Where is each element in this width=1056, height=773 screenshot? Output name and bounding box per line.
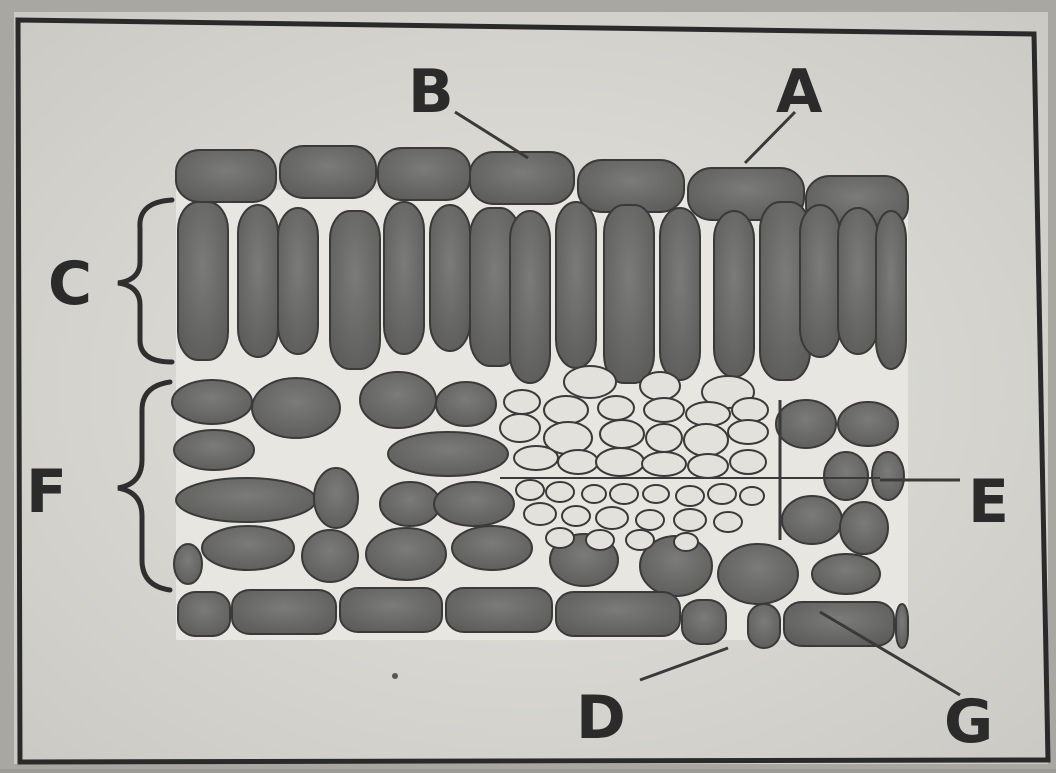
vascular-cell <box>728 420 768 444</box>
vascular-cell <box>730 450 766 474</box>
spongy-cell <box>174 430 254 470</box>
palisade-cell <box>238 205 278 357</box>
label-e: E <box>968 467 1009 537</box>
lower-epidermis-cell <box>748 604 780 648</box>
spongy-cell <box>388 432 508 476</box>
vascular-cell <box>676 486 704 506</box>
label-f: F <box>26 457 67 527</box>
spongy-cell <box>838 402 898 446</box>
spongy-cell <box>174 544 202 584</box>
spongy-cell <box>380 482 440 526</box>
upper-epidermis-cell <box>280 146 376 198</box>
vascular-cell <box>524 503 556 525</box>
spongy-cell <box>314 468 358 528</box>
vascular-cell <box>504 390 540 414</box>
spongy-cell <box>366 528 446 580</box>
vascular-cell <box>684 424 728 456</box>
spongy-cell <box>840 502 888 554</box>
lower-epidermis-cell <box>178 592 230 636</box>
vascular-cell <box>596 448 644 476</box>
spongy-cell <box>718 544 798 604</box>
label-g: G <box>944 687 993 757</box>
vascular-cell <box>636 510 664 530</box>
spongy-cell <box>172 380 252 424</box>
lower-epidermis-cell <box>340 588 442 632</box>
lower-epidermis-cell <box>232 590 336 634</box>
vascular-cell <box>686 402 730 426</box>
spongy-cell <box>202 526 294 570</box>
vascular-cell <box>516 480 544 500</box>
vascular-cell <box>546 482 574 502</box>
vascular-cell <box>598 396 634 420</box>
vascular-cell <box>640 372 680 400</box>
upper-epidermis-cell <box>378 148 470 200</box>
vascular-cell <box>644 398 684 422</box>
label-c: C <box>48 249 92 319</box>
palisade-cell <box>660 208 700 380</box>
vascular-cell <box>564 366 616 398</box>
palisade-cell <box>556 202 596 368</box>
palisade-cell <box>838 208 878 354</box>
vascular-cell <box>708 484 736 504</box>
lower-epidermis-cell <box>446 588 552 632</box>
vascular-cell <box>740 487 764 505</box>
palisade-cell <box>800 205 840 357</box>
palisade-cell <box>714 211 754 377</box>
palisade-cell <box>430 205 470 351</box>
vascular-cell <box>646 424 682 452</box>
label-b: B <box>408 57 454 127</box>
palisade-cell <box>278 208 318 354</box>
palisade-cell <box>178 202 228 360</box>
spongy-cell <box>434 482 514 526</box>
spongy-cell <box>436 382 496 426</box>
vascular-cell <box>688 454 728 478</box>
vascular-cell <box>514 446 558 470</box>
palisade-cell <box>876 211 906 369</box>
palisade-cell <box>330 211 380 369</box>
vascular-cell <box>714 512 742 532</box>
palisade-cell <box>604 205 654 383</box>
spongy-cell <box>252 378 340 438</box>
vascular-cell <box>582 485 606 503</box>
vascular-cell <box>600 420 644 448</box>
spongy-cell <box>452 526 532 570</box>
palisade-cell <box>384 202 424 354</box>
vascular-cell <box>558 450 598 474</box>
vascular-cell <box>546 528 574 548</box>
spongy-cell <box>872 452 904 500</box>
vascular-cell <box>500 414 540 442</box>
vascular-cell <box>674 509 706 531</box>
vascular-cell <box>642 452 686 476</box>
spongy-cell <box>824 452 868 500</box>
upper-epidermis-cell <box>470 152 574 204</box>
spongy-cell <box>812 554 880 594</box>
vascular-cell <box>562 506 590 526</box>
palisade-cell <box>510 211 550 383</box>
label-a: A <box>776 57 823 127</box>
label-d: D <box>576 683 626 753</box>
upper-epidermis-cell <box>176 150 276 202</box>
spongy-cell <box>776 400 836 448</box>
vascular-cell <box>544 396 588 424</box>
vascular-cell <box>596 507 628 529</box>
vascular-cell <box>674 533 698 551</box>
spongy-cell <box>176 478 316 522</box>
spongy-cell <box>782 496 842 544</box>
vascular-cell <box>626 530 654 550</box>
vascular-cell <box>643 485 669 503</box>
spongy-cell <box>360 372 436 428</box>
speck <box>392 673 398 679</box>
spongy-cell <box>302 530 358 582</box>
lower-epidermis-cell <box>896 604 908 648</box>
vascular-cell <box>610 484 638 504</box>
lower-epidermis-cell <box>682 600 726 644</box>
lower-epidermis-cell <box>556 592 680 636</box>
vascular-cell <box>586 530 614 550</box>
vascular-cell <box>732 398 768 422</box>
